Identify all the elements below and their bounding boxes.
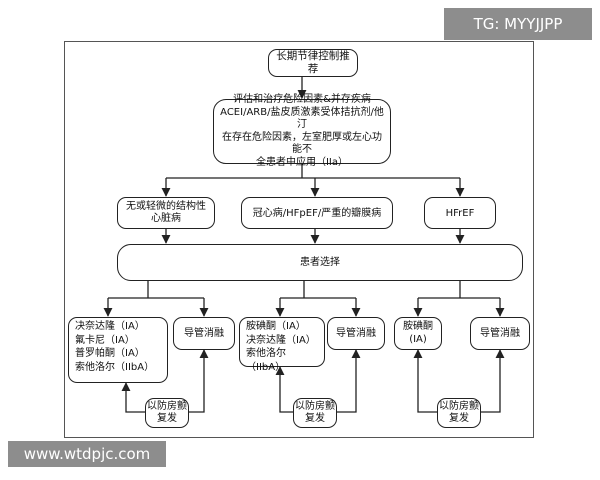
- title-node: 长期节律控制推荐: [268, 49, 358, 77]
- prevent-left-line-2: 复发: [157, 413, 177, 424]
- category-left-line-1: 无或轻微的结构性: [126, 201, 206, 212]
- assessment-line-1: 评估和治疗危险因素&并存疾病: [233, 94, 371, 105]
- drugs-middle-line-3: 索他洛尔（IIbA）: [246, 348, 286, 373]
- drugs-middle-node: 胺碘酮（IA） 决奈达隆（IA） 索他洛尔（IIbA）: [239, 317, 325, 373]
- drugs-right-line-1: 胺碘酮: [403, 321, 433, 332]
- patient-choice-text: 患者选择: [300, 257, 340, 268]
- drugs-left-line-1: 决奈达隆（IA）: [75, 321, 145, 332]
- ablation-left-node: 导管消融: [173, 317, 235, 350]
- category-left-line-2: 心脏病: [151, 213, 181, 224]
- assessment-line-4: 全患者中应用（IIa）: [255, 156, 349, 168]
- drugs-left-node: 决奈达隆（IA） 氟卡尼（IA） 普罗帕酮（IA） 索他洛尔（IIbA）: [68, 317, 168, 383]
- category-right-node: HFrEF: [424, 197, 496, 229]
- site-watermark: www.wtdpjc.com: [8, 441, 166, 467]
- category-right-text: HFrEF: [445, 207, 475, 219]
- category-left-node: 无或轻微的结构性 心脏病: [117, 197, 215, 229]
- category-middle-node: 冠心病/HFpEF/严重的瓣膜病: [241, 197, 393, 229]
- ablation-middle-node: 导管消融: [327, 317, 385, 350]
- ablation-left-text: 导管消融: [184, 328, 224, 339]
- patient-choice-node: 患者选择: [117, 244, 523, 281]
- drugs-left-line-4: 索他洛尔（IIbA）: [75, 361, 155, 373]
- drugs-right-node: 胺碘酮 (IA): [394, 317, 442, 350]
- drugs-right-line-2: (IA): [409, 333, 427, 345]
- ablation-middle-text: 导管消融: [336, 328, 376, 339]
- drugs-middle-line-2: 决奈达隆（IA）: [246, 334, 316, 346]
- drugs-left-line-2: 氟卡尼（IA）: [75, 334, 135, 346]
- prevent-right-line-2: 复发: [449, 413, 469, 424]
- prevent-middle-line-1: 以防房颤: [295, 401, 335, 412]
- prevent-right-node: 以防房颤 复发: [437, 398, 481, 428]
- prevent-left-node: 以防房颤 复发: [145, 398, 189, 428]
- prevent-left-line-1: 以防房颤: [147, 401, 187, 412]
- ablation-right-node: 导管消融: [470, 317, 530, 350]
- prevent-middle-node: 以防房颤 复发: [293, 398, 337, 428]
- prevent-middle-line-2: 复发: [305, 413, 325, 424]
- assessment-line-2: ACEI/ARB/盐皮质激素受体拮抗剂/他汀: [220, 106, 384, 131]
- tg-watermark: TG: MYYJJPP: [444, 8, 592, 40]
- category-middle-text: 冠心病/HFpEF/严重的瓣膜病: [252, 207, 382, 219]
- title-text: 长期节律控制推荐: [276, 50, 350, 75]
- assessment-node: 评估和治疗危险因素&并存疾病 ACEI/ARB/盐皮质激素受体拮抗剂/他汀 在存…: [213, 94, 391, 168]
- drugs-left-line-3: 普罗帕酮（IA）: [75, 348, 145, 359]
- assessment-line-3: 在存在危险因素，左室肥厚或左心功能不: [222, 131, 382, 156]
- prevent-right-line-1: 以防房颤: [439, 401, 479, 412]
- drugs-middle-line-1: 胺碘酮（IA）: [246, 321, 306, 332]
- ablation-right-text: 导管消融: [480, 328, 520, 339]
